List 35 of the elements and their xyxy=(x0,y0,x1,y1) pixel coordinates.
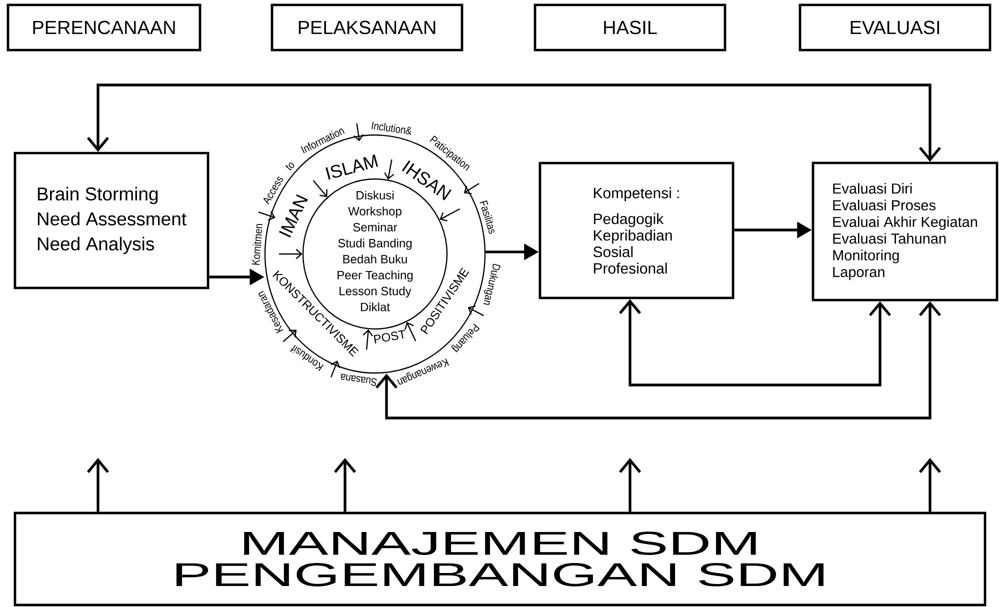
evaluation-box: Evaluasi Diri Evaluasi Proses Evaluai Akhir Kegiatan Evaluasi Tahunan Monitoring Laporan xyxy=(812,162,998,302)
ring-word: to xyxy=(286,162,294,170)
arrow xyxy=(362,329,373,350)
ring-word: Dukungan xyxy=(483,264,500,305)
ring-word: Komitmen xyxy=(252,224,262,265)
arrow xyxy=(86,84,942,162)
node-label: Seminar xyxy=(353,222,398,232)
management-box: MANAJEMEN SDM PENGEMBANGAN SDM xyxy=(14,512,986,606)
arrow xyxy=(618,458,642,512)
arrow xyxy=(918,458,942,512)
node-label: Diklat xyxy=(360,302,390,312)
arrow xyxy=(375,301,942,420)
ring-word: Fasilitas xyxy=(480,200,495,234)
ring-word: Inclution& xyxy=(372,122,412,135)
node-label: Bedah Buku xyxy=(343,254,407,264)
header-box: EVALUASI xyxy=(798,4,992,52)
node-label: Workshop xyxy=(348,206,402,218)
arrow xyxy=(440,208,460,222)
ring-word: POST xyxy=(374,330,405,344)
arrow xyxy=(312,180,328,198)
arrow xyxy=(334,458,356,512)
ring-word: Suasana xyxy=(340,374,377,386)
ring-word: ISLAM xyxy=(326,154,378,180)
arrow xyxy=(404,322,416,342)
arrow xyxy=(384,159,394,180)
node-label: Studi Banding xyxy=(338,238,412,250)
header-box: HASIL xyxy=(534,4,726,52)
header-box: PERENCANAAN xyxy=(6,4,202,52)
node-label: Diskusi xyxy=(356,190,394,200)
arrow xyxy=(86,458,110,512)
process-box: Brain Storming Need Assessment Need Analysis xyxy=(14,152,210,290)
competency-box: Kompetensi : Pedagogik Kepribadian Sosial Profesional xyxy=(538,162,734,300)
arrow xyxy=(618,299,892,386)
arrow xyxy=(279,248,302,260)
header-box: PELAKSANAAN xyxy=(270,4,464,52)
